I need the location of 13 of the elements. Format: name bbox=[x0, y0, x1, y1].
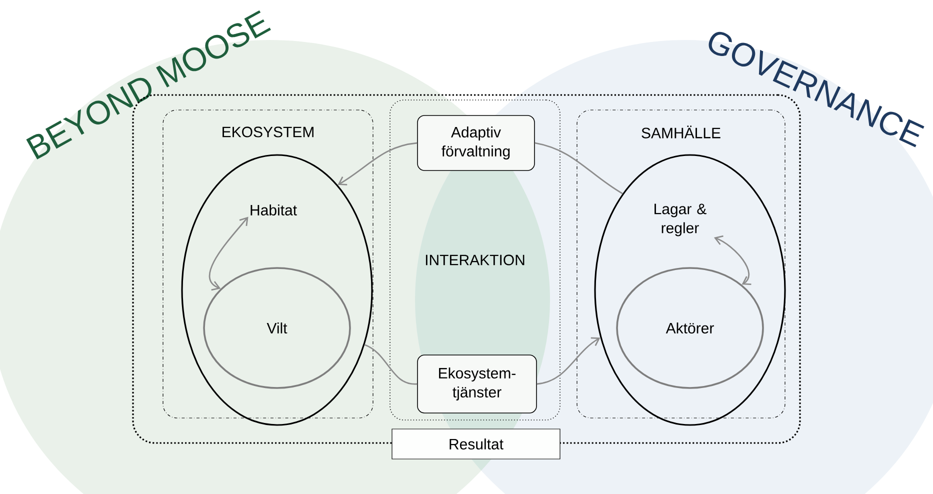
result-box: Resultat bbox=[392, 428, 560, 460]
arrow bbox=[208, 216, 248, 291]
process-box: Ekosystem- tjänster bbox=[417, 354, 537, 414]
arrow bbox=[536, 337, 600, 385]
arrow bbox=[338, 142, 418, 186]
circle-node: Aktörer bbox=[616, 267, 764, 389]
ellipse bbox=[181, 154, 373, 426]
node-label: Lagar & regler bbox=[654, 204, 706, 236]
arrow bbox=[714, 235, 752, 285]
node-label: Habitat bbox=[250, 204, 297, 216]
process-box: Adaptiv förvaltning bbox=[417, 115, 535, 171]
ellipse bbox=[594, 154, 786, 426]
circle-node: Vilt bbox=[203, 267, 351, 389]
